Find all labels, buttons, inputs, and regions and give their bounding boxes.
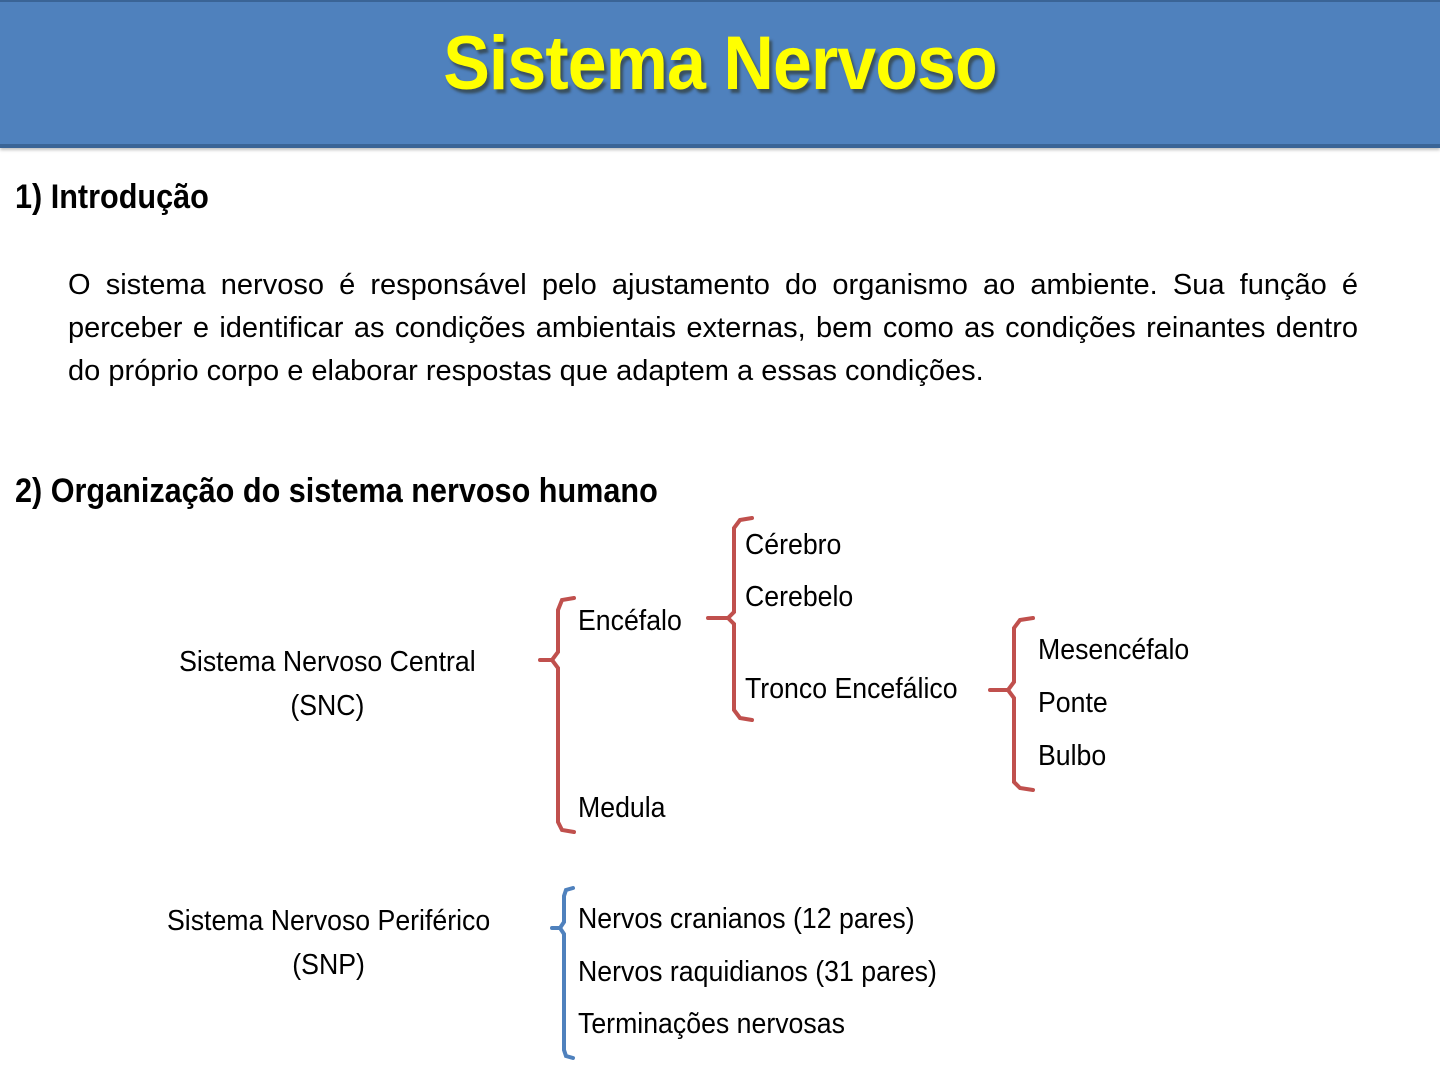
title-banner: Sistema Nervoso [0,0,1440,148]
ponte-label: Ponte [1038,687,1108,719]
cerebro-label: Cérebro [745,529,842,561]
terminacoes-nervosas-label: Terminações nervosas [578,1008,845,1040]
intro-paragraph: O sistema nervoso é responsável pelo aju… [68,269,1358,387]
encefalo-label: Encéfalo [578,605,682,637]
bulbo-label: Bulbo [1038,740,1107,772]
slide-title: Sistema Nervoso [443,21,998,106]
snc-brackets [538,516,1035,834]
section2-heading: 2) Organização do sistema nervoso humano [15,472,658,510]
nervos-cranianos-label: Nervos cranianos (12 pares) [578,903,915,935]
snp-abbr: (SNP) [292,949,365,981]
medula-label: Medula [578,792,666,824]
section1-heading: 1) Introdução [15,178,209,216]
snc-abbr: (SNC) [290,690,365,722]
snc-label: Sistema Nervoso Central [179,646,476,678]
mesencefalo-label: Mesencéfalo [1038,634,1190,666]
tronco-encefalico-label: Tronco Encefálico [745,673,958,705]
nervos-raquidianos-label: Nervos raquidianos (31 pares) [578,956,937,988]
snp-bracket [550,886,575,1060]
cerebelo-label: Cerebelo [745,581,854,613]
snp-label: Sistema Nervoso Periférico [166,905,491,937]
